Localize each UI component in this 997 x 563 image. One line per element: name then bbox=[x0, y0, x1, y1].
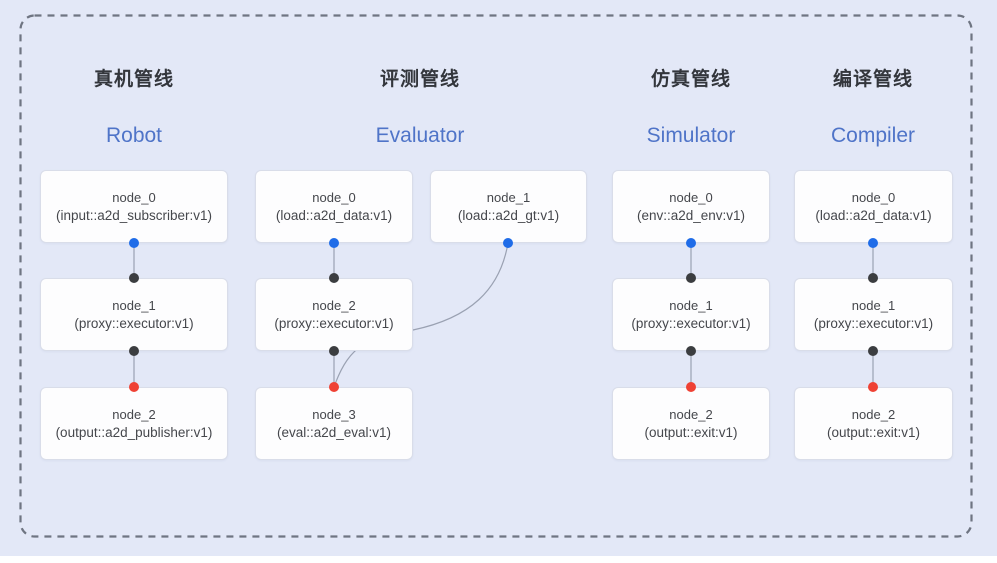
node-name: node_3 bbox=[312, 406, 356, 422]
compiler-node-2: node_2 (output::exit:v1) bbox=[794, 387, 953, 460]
black-port-dot bbox=[686, 346, 696, 356]
node-type: (output::exit:v1) bbox=[826, 424, 921, 440]
node-type: (proxy::executor:v1) bbox=[631, 315, 751, 331]
node-name: node_0 bbox=[112, 189, 156, 205]
pipeline-title-cn-evaluator: 评测管线 bbox=[379, 69, 460, 90]
node-type: (load::a2d_data:v1) bbox=[815, 207, 932, 223]
node-name: node_0 bbox=[312, 189, 356, 205]
dashed-frame bbox=[19, 14, 973, 538]
node-name: node_2 bbox=[669, 406, 713, 422]
node-type: (eval::a2d_eval:v1) bbox=[276, 424, 392, 440]
node-type: (load::a2d_data:v1) bbox=[275, 207, 393, 223]
node-name: node_2 bbox=[851, 406, 896, 422]
pipeline-title-cn-robot: 真机管线 bbox=[93, 69, 174, 90]
red-port-dot bbox=[686, 382, 696, 392]
node-name: node_1 bbox=[669, 297, 713, 313]
evaluator-node-0: node_0 (load::a2d_data:v1) bbox=[255, 170, 413, 243]
node-type: (input::a2d_subscriber:v1) bbox=[55, 207, 213, 223]
node-name: node_0 bbox=[669, 189, 713, 205]
node-type: (proxy::executor:v1) bbox=[74, 315, 194, 331]
node-name: node_2 bbox=[112, 406, 156, 422]
blue-port-dot bbox=[686, 238, 696, 248]
pipeline-title-en-compiler: Compiler bbox=[830, 124, 916, 147]
blue-port-dot bbox=[503, 238, 513, 248]
black-port-dot bbox=[329, 346, 339, 356]
pipeline-title-en-evaluator: Evaluator bbox=[375, 124, 465, 147]
red-port-dot bbox=[329, 382, 339, 392]
blue-port-dot bbox=[868, 238, 878, 248]
black-port-dot bbox=[129, 346, 139, 356]
black-port-dot bbox=[686, 273, 696, 283]
blue-port-dot bbox=[329, 238, 339, 248]
evaluator-gt-edge bbox=[333, 242, 509, 388]
black-port-dot bbox=[329, 273, 339, 283]
red-port-dot bbox=[868, 382, 878, 392]
simulator-node-0: node_0 (env::a2d_env:v1) bbox=[612, 170, 770, 243]
pipeline-title-en-simulator: Simulator bbox=[646, 124, 736, 147]
pipeline-title-cn-simulator: 仿真管线 bbox=[650, 69, 731, 90]
node-name: node_0 bbox=[851, 189, 896, 205]
node-name: node_1 bbox=[112, 297, 156, 313]
red-port-dot bbox=[129, 382, 139, 392]
node-name: node_1 bbox=[486, 189, 531, 205]
evaluator-node-1: node_1 (load::a2d_gt:v1) bbox=[430, 170, 587, 243]
bottom-white-strip bbox=[0, 556, 997, 563]
node-type: (proxy::executor:v1) bbox=[813, 315, 934, 331]
black-port-dot bbox=[868, 273, 878, 283]
black-port-dot bbox=[868, 346, 878, 356]
compiler-node-1: node_1 (proxy::executor:v1) bbox=[794, 278, 953, 351]
pipeline-title-en-robot: Robot bbox=[105, 124, 163, 147]
node-name: node_2 bbox=[312, 297, 356, 313]
node-type: (proxy::executor:v1) bbox=[274, 315, 394, 331]
pipeline-title-cn-compiler: 编译管线 bbox=[832, 69, 913, 90]
robot-node-2: node_2 (output::a2d_publisher:v1) bbox=[40, 387, 228, 460]
evaluator-node-2: node_2 (proxy::executor:v1) bbox=[255, 278, 413, 351]
node-type: (env::a2d_env:v1) bbox=[636, 207, 746, 223]
simulator-node-1: node_1 (proxy::executor:v1) bbox=[612, 278, 770, 351]
black-port-dot bbox=[129, 273, 139, 283]
node-type: (output::exit:v1) bbox=[644, 424, 738, 440]
node-name: node_1 bbox=[851, 297, 896, 313]
node-type: (load::a2d_gt:v1) bbox=[457, 207, 560, 223]
robot-node-0: node_0 (input::a2d_subscriber:v1) bbox=[40, 170, 228, 243]
robot-node-1: node_1 (proxy::executor:v1) bbox=[40, 278, 228, 351]
blue-port-dot bbox=[129, 238, 139, 248]
compiler-node-0: node_0 (load::a2d_data:v1) bbox=[794, 170, 953, 243]
simulator-node-2: node_2 (output::exit:v1) bbox=[612, 387, 770, 460]
node-type: (output::a2d_publisher:v1) bbox=[55, 424, 213, 440]
evaluator-node-3: node_3 (eval::a2d_eval:v1) bbox=[255, 387, 413, 460]
